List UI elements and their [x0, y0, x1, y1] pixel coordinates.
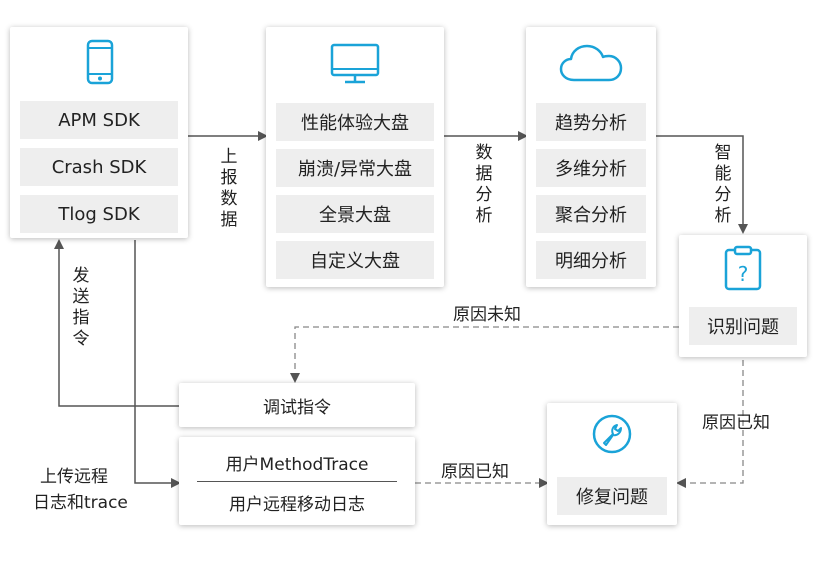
debug-label: 调试指令: [263, 397, 331, 418]
dashboard-item-crash: 崩溃/异常大盘: [276, 149, 434, 187]
dashboard-item-custom: 自定义大盘: [276, 241, 434, 279]
trace-box: 用户MethodTrace 用户远程移动日志: [179, 437, 415, 525]
edge-label-upload-logs-1: 上传远程: [40, 467, 108, 487]
analysis-item-multidim: 多维分析: [536, 149, 646, 187]
trace-label-logs: 用户远程移动日志: [229, 494, 365, 515]
analysis-item-trend: 趋势分析: [536, 103, 646, 141]
wrench-icon: [592, 414, 632, 454]
smartphone-icon: [86, 39, 114, 85]
edge-label-upload-logs-2: 日志和trace: [33, 493, 128, 513]
identify-box: ? 识别问题: [679, 235, 807, 357]
dashboard-item-performance: 性能体验大盘: [276, 103, 434, 141]
sdk-item-tlog: Tlog SDK: [20, 195, 178, 233]
edge-smart-analysis: [656, 135, 748, 234]
edge-label-unknown-cause: 原因未知: [453, 305, 521, 325]
identify-label: 识别问题: [689, 307, 797, 345]
monitor-icon: [330, 43, 380, 84]
edge-label-send-command: 发送指令: [72, 266, 90, 349]
edge-send-command: [54, 239, 180, 407]
trace-label-method: 用户MethodTrace: [225, 454, 369, 475]
edge-label-known-cause-mid: 原因已知: [441, 462, 509, 482]
cloud-icon: [559, 44, 623, 82]
edge-label-report-data: 上报数据: [220, 147, 238, 230]
dashboard-item-panorama: 全景大盘: [276, 195, 434, 233]
edge-unknown-cause: [290, 326, 679, 383]
analysis-box: 趋势分析 多维分析 聚合分析 明细分析: [526, 27, 656, 287]
sdk-item-apm: APM SDK: [20, 101, 178, 139]
analysis-item-aggregate: 聚合分析: [536, 195, 646, 233]
debug-box: 调试指令: [179, 383, 415, 427]
trace-divider: [197, 481, 397, 482]
sdk-item-crash: Crash SDK: [20, 148, 178, 186]
edge-label-known-cause-right: 原因已知: [702, 413, 770, 433]
edge-label-smart-analysis: 智能分析: [714, 143, 732, 226]
edge-upload-logs: [134, 240, 181, 488]
svg-text:?: ?: [738, 262, 749, 286]
analysis-item-detail: 明细分析: [536, 241, 646, 279]
fix-label: 修复问题: [557, 477, 667, 515]
clipboard-question-icon: ?: [724, 245, 762, 291]
edge-label-data-analysis: 数据分析: [475, 143, 493, 226]
sdk-box: APM SDK Crash SDK Tlog SDK: [10, 27, 188, 238]
edge-known-cause-right: [676, 360, 744, 488]
fix-box: 修复问题: [547, 403, 677, 525]
dashboard-box: 性能体验大盘 崩溃/异常大盘 全景大盘 自定义大盘: [266, 27, 444, 287]
